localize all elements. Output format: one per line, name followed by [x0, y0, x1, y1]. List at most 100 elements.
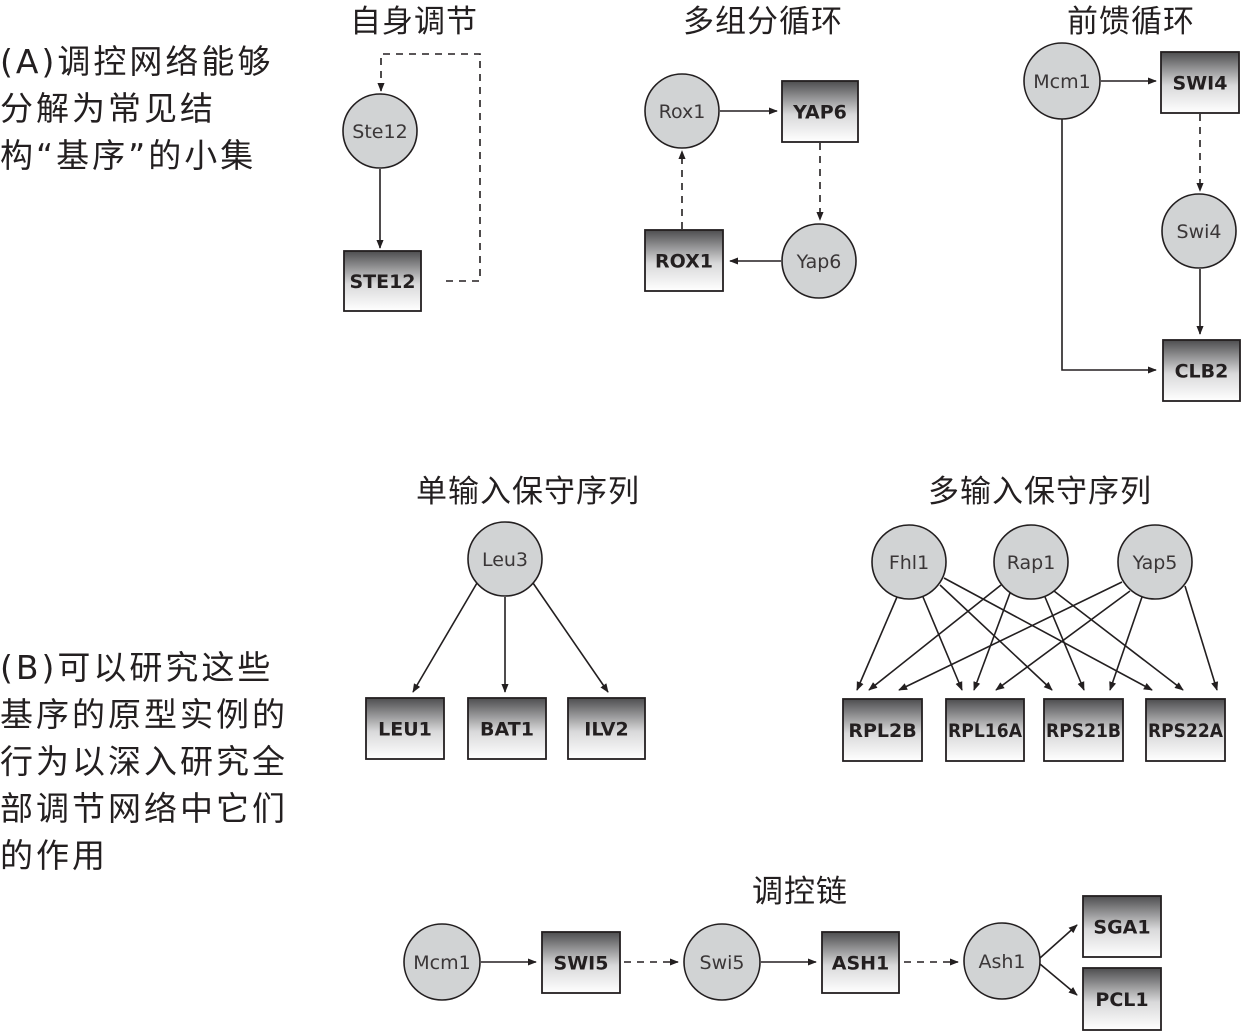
gene-label: PCL1 — [1095, 989, 1148, 1011]
tf-node-mcm1: Mcm1 — [1023, 42, 1101, 120]
edge-yap5-to-rps21b — [1109, 596, 1143, 691]
gene-node-bat1: BAT1 — [467, 697, 547, 760]
gene-box — [1082, 895, 1162, 958]
gene-node-rpl2b: RPL2B — [842, 698, 923, 762]
gene-node-ilv2: ILV2 — [567, 697, 646, 760]
gene-box — [1043, 698, 1124, 762]
tf-node-swi4: Swi4 — [1161, 193, 1237, 269]
edge-mcm1-to-clb2 — [1061, 119, 1157, 374]
tf-circle — [1023, 42, 1101, 120]
title-feedforward-loop: 前馈循环 — [1067, 4, 1195, 40]
gene-box — [343, 250, 422, 312]
edge-ash1-to-sga1 — [1039, 924, 1078, 959]
caption-b: (B)可以研究这些基序的原型实例的行为以深入研究全部调节网络中它们的作用 — [0, 648, 288, 875]
tf-node-rox1: Rox1 — [644, 73, 720, 149]
edge-ash1-to-pcl1 — [1039, 963, 1078, 996]
gene-node-rps21b: RPS21B — [1043, 698, 1124, 762]
title-multi-input: 多输入保守序列 — [928, 474, 1152, 510]
tf-label: Ste12 — [352, 121, 407, 143]
gene-label: SWI4 — [1173, 73, 1228, 95]
gene-label: SWI5 — [554, 953, 609, 975]
title-single-input: 单输入保守序列 — [416, 474, 640, 510]
gene-label: RPL16A — [948, 720, 1022, 742]
edge-fhl1-to-rps22a — [943, 577, 1153, 691]
edge-leu3-to-ilv2 — [532, 582, 609, 693]
tf-label: Ash1 — [978, 951, 1025, 973]
tf-circle — [403, 923, 481, 1001]
gene-label: ROX1 — [655, 251, 713, 273]
gene-box — [842, 698, 923, 762]
edge-yap5-to-rpl2b — [898, 581, 1123, 691]
tf-label: Leu3 — [482, 549, 528, 571]
tf-label: Yap6 — [796, 251, 842, 273]
gene-node-rpl16a: RPL16A — [945, 698, 1025, 762]
edge-yap5-to-rpl16a — [995, 590, 1131, 691]
tf-circle — [683, 923, 761, 1001]
caption-a: (A)调控网络能够分解为常见结构“基序”的小集 — [0, 42, 274, 175]
tf-label: Rap1 — [1007, 552, 1056, 574]
title-multi-component-loop: 多组分循环 — [683, 4, 843, 40]
tf-circle — [963, 922, 1041, 1000]
edge-rap1-to-rps21b — [1044, 596, 1085, 691]
gene-node-leu1: LEU1 — [365, 697, 445, 760]
edge-rap1-to-rpl16a — [973, 592, 1011, 691]
gene-label: SGA1 — [1093, 917, 1150, 939]
edge-fhl1-to-rpl16a — [922, 596, 963, 691]
tf-label: Mcm1 — [413, 952, 470, 974]
gene-label: YAP6 — [792, 102, 847, 124]
gene-box — [781, 80, 859, 143]
edges-layer — [376, 53, 1219, 996]
gene-box — [821, 931, 900, 994]
tf-label: Fhl1 — [889, 552, 929, 574]
gene-label: BAT1 — [480, 719, 534, 741]
tf-circle — [644, 73, 720, 149]
gene-label: LEU1 — [378, 719, 432, 741]
edge-rap1-to-rpl2b — [868, 584, 1002, 691]
gene-node-swi4: SWI4 — [1160, 51, 1240, 114]
tf-label: Rox1 — [659, 101, 706, 123]
edge-fhl1-to-rps21b — [939, 584, 1053, 691]
gene-box — [1160, 51, 1240, 114]
gene-label: ASH1 — [832, 953, 890, 975]
gene-box — [541, 931, 621, 994]
tf-circle — [781, 223, 857, 299]
tf-node-yap6: Yap6 — [781, 223, 857, 299]
tf-circle — [993, 524, 1069, 600]
gene-label: RPS22A — [1148, 720, 1223, 742]
tf-label: Swi5 — [700, 952, 745, 974]
gene-box — [567, 697, 646, 760]
gene-box — [1082, 967, 1162, 1031]
edge-fhl1-to-rpl2b — [856, 596, 898, 691]
tf-node-leu3: Leu3 — [467, 521, 543, 597]
title-autoregulation: 自身调节 — [350, 4, 478, 40]
tf-node-swi5: Swi5 — [683, 923, 761, 1001]
tf-circle — [1117, 524, 1193, 600]
title-regulator-chain: 调控链 — [752, 874, 848, 910]
gene-node-swi5: SWI5 — [541, 931, 621, 994]
gene-node-clb2: CLB2 — [1162, 339, 1241, 402]
nodes-layer: Ste12STE12Rox1Yap6YAP6ROX1Mcm1Swi4SWI4CL… — [342, 42, 1241, 1031]
tf-node-rap1: Rap1 — [993, 524, 1069, 600]
tf-node-ste12: Ste12 — [342, 93, 418, 169]
gene-label: ILV2 — [584, 719, 629, 741]
tf-label: Mcm1 — [1033, 71, 1090, 93]
tf-node-fhl1: Fhl1 — [871, 524, 947, 600]
tf-label: Yap5 — [1132, 552, 1178, 574]
gene-box — [1162, 339, 1241, 402]
gene-label: CLB2 — [1175, 361, 1229, 383]
gene-node-ash1: ASH1 — [821, 931, 900, 994]
gene-box — [467, 697, 547, 760]
gene-node-yap6: YAP6 — [781, 80, 859, 143]
gene-node-sga1: SGA1 — [1082, 895, 1162, 958]
gene-box — [1145, 698, 1226, 762]
gene-box — [644, 229, 724, 292]
tf-node-yap5: Yap5 — [1117, 524, 1193, 600]
edge-ste12-to-ste12-dashed — [377, 53, 481, 282]
gene-label: RPS21B — [1046, 720, 1121, 742]
